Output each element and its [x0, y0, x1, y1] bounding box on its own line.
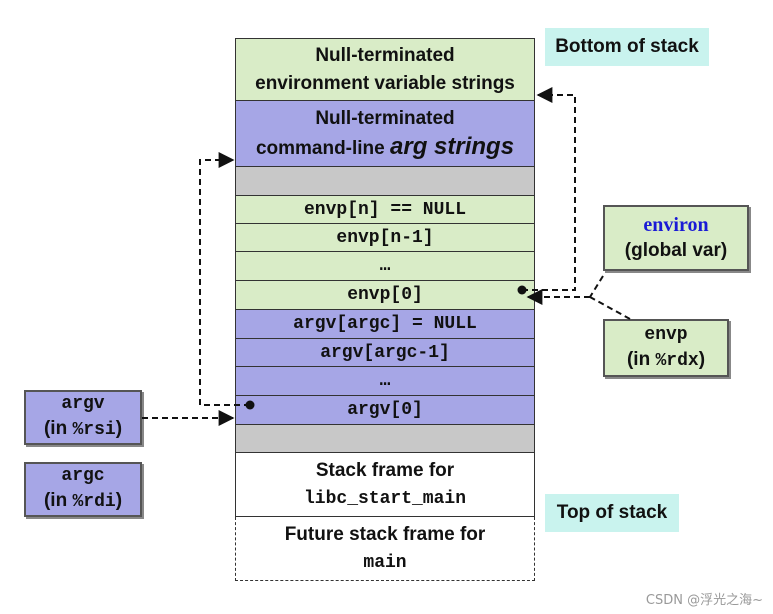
bottom-of-stack-label: Bottom of stack [545, 28, 709, 66]
argv-prefix: (in [43, 418, 73, 439]
argv-suffix: ) [115, 418, 123, 439]
environ-box: environ (global var) [603, 205, 749, 271]
main-frame-row: Future stack frame for main [235, 517, 535, 581]
top-of-stack-label: Top of stack [545, 494, 679, 532]
stack-gap-upper [235, 167, 535, 196]
envp-arrow [589, 296, 631, 320]
argv0-to-arg-strings-arrow [199, 152, 250, 406]
argv0-pointer-dot [245, 400, 255, 410]
libc-frame-row: Stack frame for libc_start_main [235, 453, 535, 517]
argc-box: argc (in %rdi) [24, 462, 142, 517]
main-frame-line2: main [363, 552, 407, 573]
main-frame-line1: Future stack frame for [284, 523, 486, 545]
environ-desc: (global var) [624, 240, 728, 261]
argv-reg: %rsi [72, 420, 116, 440]
envp-box: envp (in %rdx) [603, 319, 729, 377]
environ-arrow [589, 275, 604, 298]
envp-n-row: envp[n] == NULL [235, 196, 535, 224]
argc-prefix: (in [43, 490, 73, 511]
envp-reg: %rdx [655, 350, 699, 371]
envp0-pointer-dot [517, 285, 527, 295]
arg-strings-row: Null-terminated command-line arg strings [235, 101, 535, 167]
envp-prefix: (in [626, 348, 656, 370]
env-strings-line1: Null-terminated [315, 44, 455, 66]
envp-ellipsis-row: … [235, 252, 535, 281]
argc-reg: %rdi [72, 492, 116, 512]
argc-suffix: ) [115, 490, 123, 511]
argc-name: argc [61, 466, 105, 486]
env-strings-line2: environment variable strings [255, 72, 515, 94]
stack-gap-lower [235, 425, 535, 453]
argv-box: argv (in %rsi) [24, 390, 142, 445]
arg-strings-line2a: command-line [255, 137, 391, 159]
argv-argc-row: argv[argc] = NULL [235, 310, 535, 339]
arg-strings-line2b: arg strings [390, 132, 515, 160]
envp-n-1-row: envp[n-1] [235, 224, 535, 252]
argv-name: argv [61, 394, 105, 414]
envp-0-row: envp[0] [235, 281, 535, 310]
envp0-to-env-strings-arrow [522, 87, 576, 291]
argv-0-row: argv[0] [235, 396, 535, 425]
envp-suffix: ) [698, 348, 706, 370]
environ-name: environ [643, 214, 709, 236]
argv-register: (in %rsi) [44, 416, 122, 443]
envp-name: envp [644, 324, 688, 345]
watermark: CSDN @浮光之海~ [645, 593, 763, 608]
env-strings-row: Null-terminated environment variable str… [235, 38, 535, 101]
envp-register: (in %rdx) [627, 347, 705, 374]
libc-frame-line1: Stack frame for [315, 459, 455, 481]
arg-strings-line2: command-line arg strings [256, 133, 514, 163]
argv-ellipsis-row: … [235, 367, 535, 396]
arg-strings-line1: Null-terminated [315, 107, 455, 129]
libc-frame-line2: libc_start_main [303, 488, 467, 509]
argv-argc-1-row: argv[argc-1] [235, 339, 535, 367]
argc-register: (in %rdi) [44, 488, 122, 515]
